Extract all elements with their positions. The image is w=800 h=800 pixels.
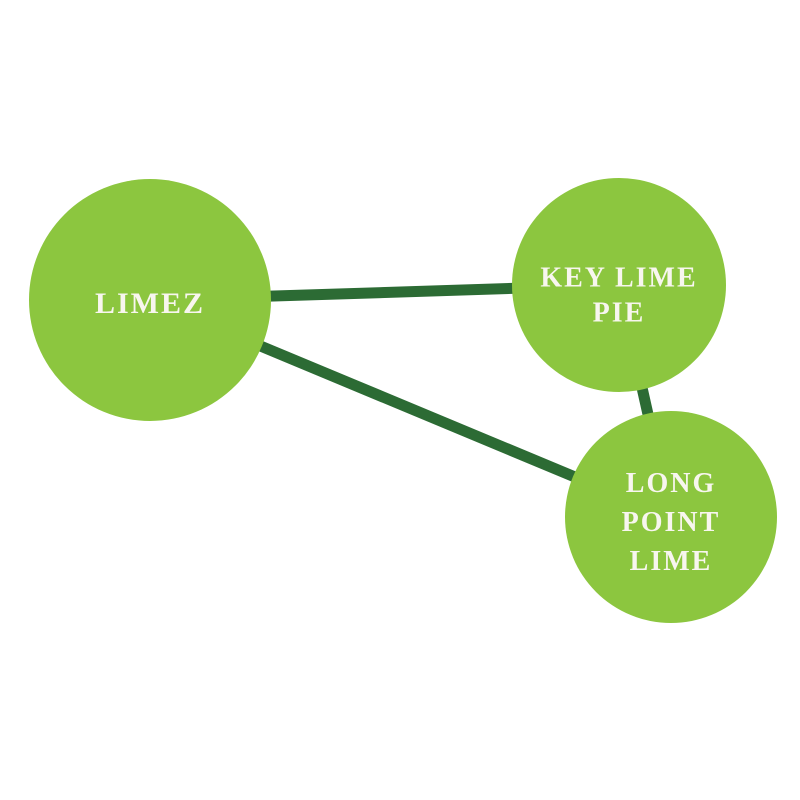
node-limez[interactable] bbox=[29, 179, 271, 421]
node-key-lime-pie[interactable] bbox=[512, 178, 726, 392]
node-label-limez: LIMEZ bbox=[95, 287, 205, 320]
node-long-point-lime[interactable] bbox=[565, 411, 777, 623]
